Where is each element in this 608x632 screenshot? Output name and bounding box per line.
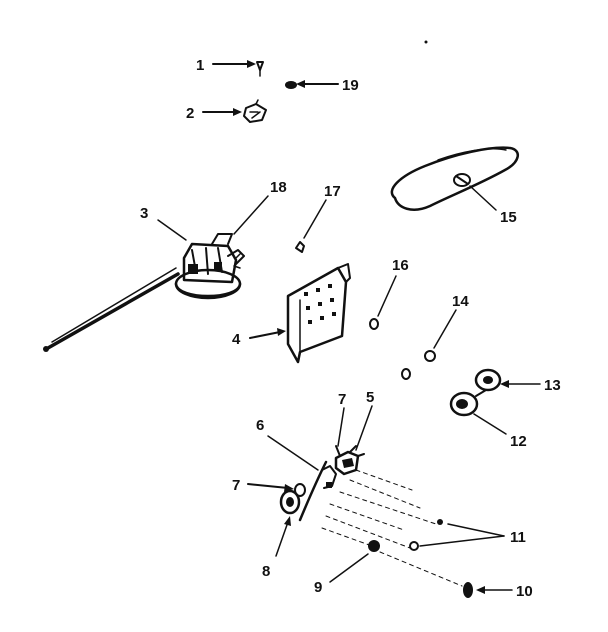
label-4: 4 bbox=[232, 331, 241, 348]
label-18a: 18 bbox=[270, 179, 287, 196]
label-8: 8 bbox=[262, 563, 270, 580]
part-3-thermostat bbox=[43, 233, 245, 352]
arrow-11 bbox=[419, 523, 505, 547]
arrow-19 bbox=[296, 80, 339, 88]
part-13-knob bbox=[474, 368, 502, 392]
part-17-clip bbox=[295, 241, 305, 253]
part-12-knob bbox=[449, 389, 487, 417]
part-16-screw bbox=[369, 318, 379, 330]
label-7a: 7 bbox=[338, 391, 346, 408]
arrow-1 bbox=[212, 60, 256, 68]
part-1-screw bbox=[256, 61, 264, 77]
label-3: 3 bbox=[140, 205, 148, 222]
label-15: 15 bbox=[500, 209, 517, 226]
part-7-screw-a bbox=[335, 445, 341, 457]
part-19-nut bbox=[285, 81, 297, 89]
part-9-nut bbox=[368, 540, 380, 552]
arrow-7b bbox=[247, 483, 294, 492]
label-10: 10 bbox=[516, 583, 533, 600]
label-2: 2 bbox=[186, 105, 194, 122]
label-12: 12 bbox=[510, 433, 527, 450]
part-10-knob bbox=[463, 582, 473, 598]
part-2-clip bbox=[243, 99, 267, 123]
part-5-switch bbox=[334, 445, 365, 476]
label-11: 11 bbox=[510, 529, 526, 546]
label-7b: 7 bbox=[232, 477, 240, 494]
arrow-8 bbox=[275, 516, 291, 557]
arrow-5 bbox=[355, 405, 373, 451]
arrow-3 bbox=[157, 219, 187, 241]
arrow-17 bbox=[303, 199, 327, 239]
label-16: 16 bbox=[392, 257, 409, 274]
label-14: 14 bbox=[452, 293, 469, 310]
label-6: 6 bbox=[256, 417, 264, 434]
arrow-15 bbox=[469, 185, 497, 211]
part-8-bushing bbox=[279, 489, 301, 515]
label-13: 13 bbox=[544, 377, 561, 394]
arrow-14 bbox=[433, 309, 457, 349]
speck bbox=[424, 40, 428, 44]
label-1: 1 bbox=[196, 57, 204, 74]
guide-lines bbox=[321, 469, 463, 587]
arrow-7a bbox=[337, 407, 345, 447]
part-6-plate bbox=[298, 460, 337, 522]
part-14-screws bbox=[401, 350, 436, 380]
arrow-13 bbox=[500, 380, 541, 388]
label-19: 19 bbox=[342, 77, 359, 94]
part-11-screws bbox=[409, 519, 443, 551]
arrow-6 bbox=[267, 435, 319, 471]
part-7-screw-b bbox=[294, 483, 306, 497]
arrow-9 bbox=[329, 553, 369, 583]
arrow-10 bbox=[476, 586, 513, 594]
part-15-wire-loop bbox=[390, 146, 519, 211]
arrow-18a bbox=[233, 195, 269, 235]
label-17: 17 bbox=[324, 183, 341, 200]
arrow-16 bbox=[377, 275, 397, 317]
part-4-bracket bbox=[286, 263, 351, 364]
label-9: 9 bbox=[314, 579, 322, 596]
arrow-4 bbox=[249, 328, 286, 339]
label-5: 5 bbox=[366, 389, 374, 406]
arrow-12 bbox=[473, 413, 507, 435]
arrow-2 bbox=[202, 108, 242, 116]
